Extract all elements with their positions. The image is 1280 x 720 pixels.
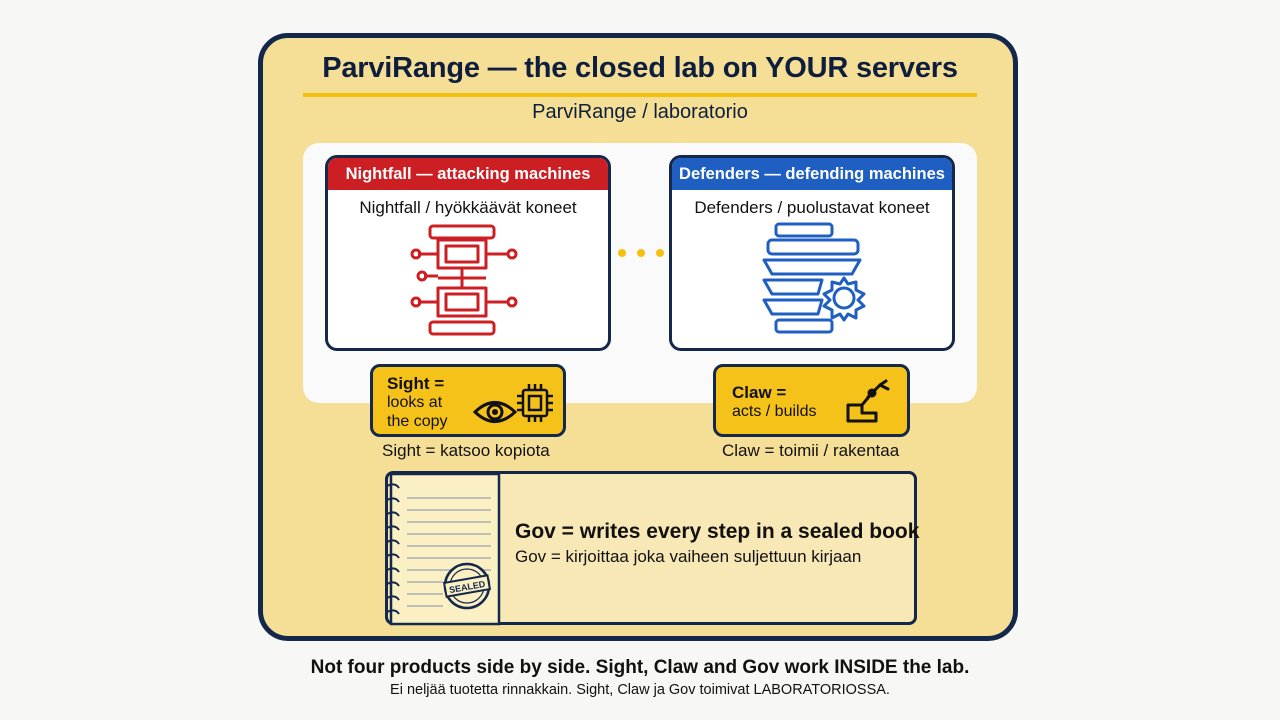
- chip-icon: [517, 384, 553, 422]
- connection-dots: [618, 249, 664, 257]
- sight-caption: Sight = katsoo kopiota: [382, 441, 550, 460]
- attacking-machines-subtitle: Nightfall / hyökkäävät koneet: [359, 198, 577, 217]
- sealed-stamp-icon: SEALED: [442, 562, 492, 610]
- title-underline: [303, 93, 977, 97]
- page-title: ParviRange — the closed lab on YOUR serv…: [322, 52, 958, 84]
- page-subtitle: ParviRange / laboratorio: [532, 101, 748, 123]
- gov-title: Gov = writes every step in a sealed book: [515, 520, 920, 543]
- claw-caption: Claw = toimii / rakentaa: [722, 441, 900, 460]
- gov-subtitle: Gov = kirjoittaa joka vaiheen suljettuun…: [515, 547, 862, 566]
- defending-machines-card: Defenders — defending machines Defenders…: [669, 155, 955, 351]
- attacking-machines-header: Nightfall — attacking machines: [328, 158, 608, 190]
- claw-card: Claw = acts / builds: [713, 364, 910, 437]
- eye-icon: [473, 401, 517, 423]
- attacking-machines-card: Nightfall — attacking machines Nightfall…: [325, 155, 611, 351]
- footer-note-translation: Ei neljää tuotetta rinnakkain. Sight, Cl…: [390, 682, 890, 698]
- sealed-notebook-icon: SEALED: [386, 472, 501, 626]
- attacking-server-stack-icon: [410, 224, 518, 336]
- claw-line-1: acts / builds: [732, 403, 817, 420]
- sight-line-1: looks at: [387, 394, 443, 411]
- robot-arm-icon: [846, 379, 890, 423]
- sight-line-2: the copy: [387, 413, 448, 430]
- defending-machines-header: Defenders — defending machines: [672, 158, 952, 190]
- defending-server-gear-icon: [762, 222, 866, 334]
- sight-title: Sight =: [387, 374, 445, 393]
- sight-card: Sight = looks at the copy: [370, 364, 566, 437]
- footer-note: Not four products side by side. Sight, C…: [310, 657, 970, 678]
- claw-title: Claw =: [732, 383, 787, 402]
- defending-machines-subtitle: Defenders / puolustavat koneet: [694, 198, 930, 217]
